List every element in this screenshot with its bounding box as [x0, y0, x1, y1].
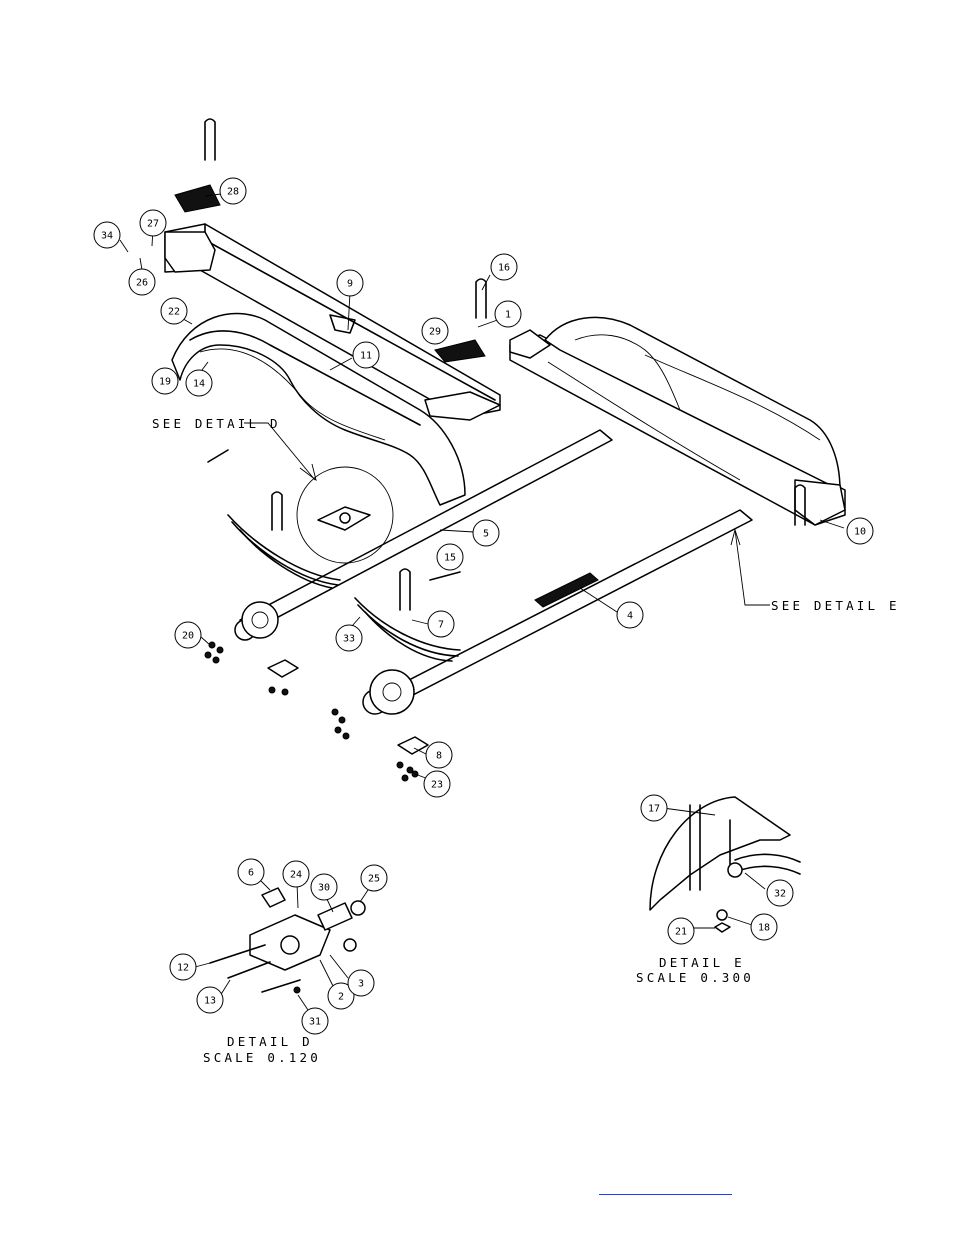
- detail-e-scale: SCALE 0.300: [636, 970, 754, 985]
- svg-text:15: 15: [444, 553, 456, 564]
- spring-pads: [174, 184, 486, 363]
- callout-20: 20: [174, 621, 202, 649]
- svg-text:27: 27: [147, 219, 159, 230]
- callout-30: 30: [310, 873, 338, 901]
- svg-text:26: 26: [136, 278, 148, 289]
- detail-e-title: DETAIL E: [659, 955, 745, 970]
- callout-7: 7: [427, 610, 455, 638]
- axle-rear: [362, 509, 753, 715]
- callout-31: 31: [301, 1007, 329, 1035]
- hardware: [204, 449, 461, 782]
- callout-17: 17: [640, 794, 668, 822]
- callout-4: 4: [616, 601, 644, 629]
- detail-d-circle: [296, 466, 394, 564]
- svg-text:6: 6: [248, 868, 254, 879]
- callout-3: 3: [347, 969, 375, 997]
- callout-1: 1: [494, 300, 522, 328]
- svg-text:24: 24: [290, 870, 302, 881]
- footer-link-underline[interactable]: [599, 1180, 732, 1195]
- callout-13: 13: [196, 986, 224, 1014]
- svg-text:12: 12: [177, 963, 189, 974]
- svg-text:16: 16: [498, 263, 510, 274]
- callout-25: 25: [360, 864, 388, 892]
- svg-text:2: 2: [338, 992, 344, 1003]
- callout-15: 15: [436, 543, 464, 571]
- callout-10: 10: [846, 517, 874, 545]
- svg-text:28: 28: [227, 187, 239, 198]
- axle-front: [234, 429, 613, 641]
- callout-21: 21: [667, 917, 695, 945]
- see-detail-e-label: SEE DETAIL E: [771, 598, 900, 613]
- svg-text:13: 13: [204, 996, 216, 1007]
- detail-d-view: [209, 887, 366, 994]
- callout-6: 6: [237, 858, 265, 886]
- detail-e-view: [649, 796, 801, 933]
- leaf-spring-rear: [354, 597, 461, 662]
- svg-text:11: 11: [360, 351, 372, 362]
- svg-text:25: 25: [368, 874, 380, 885]
- svg-text:19: 19: [159, 377, 171, 388]
- callout-33: 33: [335, 624, 363, 652]
- callout-18: 18: [750, 913, 778, 941]
- svg-text:14: 14: [193, 379, 205, 390]
- svg-text:5: 5: [483, 529, 489, 540]
- svg-text:4: 4: [627, 611, 633, 622]
- svg-text:30: 30: [318, 883, 330, 894]
- see-detail-d-label: SEE DETAIL D: [152, 416, 281, 431]
- callout-29: 29: [421, 317, 449, 345]
- svg-text:18: 18: [758, 923, 770, 934]
- callout-5: 5: [472, 519, 500, 547]
- callout-9: 9: [336, 269, 364, 297]
- detail-d-scale: SCALE 0.120: [203, 1050, 321, 1065]
- svg-text:21: 21: [675, 927, 687, 938]
- svg-text:8: 8: [436, 751, 442, 762]
- callout-26: 26: [128, 268, 156, 296]
- callout-12: 12: [169, 953, 197, 981]
- callout-32: 32: [766, 879, 794, 907]
- svg-text:32: 32: [774, 889, 786, 900]
- svg-text:22: 22: [168, 307, 180, 318]
- svg-text:7: 7: [438, 620, 444, 631]
- svg-text:9: 9: [347, 279, 353, 290]
- callout-19: 19: [151, 367, 179, 395]
- callout-11: 11: [352, 341, 380, 369]
- callout-22: 22: [160, 297, 188, 325]
- callout-2: 2: [327, 982, 355, 1010]
- leaf-spring-front: [227, 514, 341, 589]
- fender-left: [171, 312, 466, 506]
- svg-text:31: 31: [309, 1017, 321, 1028]
- callout-24: 24: [282, 860, 310, 888]
- callout-27: 27: [139, 209, 167, 237]
- svg-text:10: 10: [854, 527, 866, 538]
- svg-text:17: 17: [648, 804, 660, 815]
- callout-8: 8: [425, 741, 453, 769]
- detail-d-title: DETAIL D: [227, 1034, 313, 1049]
- svg-text:3: 3: [358, 979, 364, 990]
- callout-14: 14: [185, 369, 213, 397]
- svg-text:20: 20: [182, 631, 194, 642]
- svg-text:34: 34: [101, 231, 113, 242]
- callout-28: 28: [219, 177, 247, 205]
- callout-23: 23: [423, 770, 451, 798]
- frame-assembly-right: [509, 316, 846, 526]
- svg-text:29: 29: [429, 327, 441, 338]
- svg-text:33: 33: [343, 634, 355, 645]
- callout-34: 34: [93, 221, 121, 249]
- frame-rail-left: [164, 223, 501, 421]
- svg-text:1: 1: [505, 310, 511, 321]
- svg-text:23: 23: [431, 780, 443, 791]
- callout-16: 16: [490, 253, 518, 281]
